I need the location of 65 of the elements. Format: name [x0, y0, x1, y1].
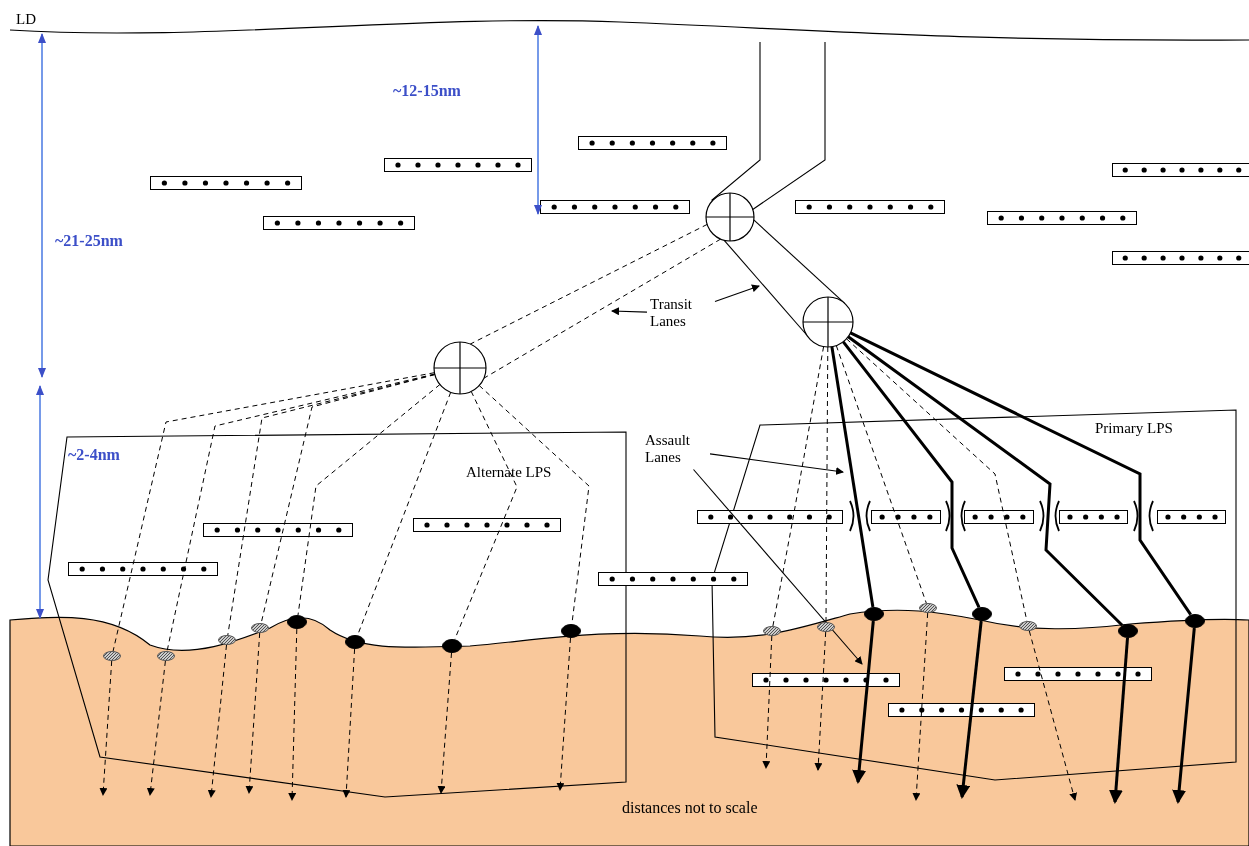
checkpoint-symbol [705, 192, 755, 242]
flight-lane [260, 374, 436, 624]
arrow [342, 648, 356, 798]
flight-lane [830, 346, 875, 608]
landing-point-marker [1019, 621, 1037, 631]
landing-point-marker [763, 626, 781, 636]
callout-label: Transit Lanes [650, 296, 712, 331]
zone-label: Alternate LPS [466, 464, 552, 482]
landing-point-marker [1118, 624, 1138, 638]
arrow [912, 612, 929, 801]
flight-lane [711, 41, 761, 202]
flight-lane [842, 340, 981, 608]
flight-lane [112, 372, 435, 652]
arrow [437, 652, 452, 794]
flight-lane [723, 239, 807, 336]
dimension-label: ~21-25nm [55, 232, 123, 250]
arrow [146, 660, 166, 796]
flight-lane [847, 335, 1124, 627]
flight-lane [483, 238, 722, 379]
leader-arrow [611, 307, 648, 316]
arrow [762, 635, 773, 769]
landing-point-marker [218, 635, 236, 645]
flight-lane [825, 346, 829, 623]
flight-lane [751, 41, 826, 211]
arrow [207, 644, 227, 798]
checkpoint-symbol [433, 341, 487, 395]
leader-arrow [714, 284, 760, 302]
dimension-label: ~12-15nm [393, 82, 461, 100]
arrow [556, 637, 571, 791]
landing-point-marker [864, 607, 884, 621]
leader-arrow [692, 468, 863, 665]
flight-lane [835, 345, 927, 604]
flight-lane [753, 219, 846, 305]
dimension-label: ~2-4nm [68, 446, 120, 464]
checkpoint-symbol [802, 296, 854, 348]
landing-point-marker [345, 635, 365, 649]
arrow [956, 620, 983, 799]
landing-point-marker [103, 651, 121, 661]
callout-label: Assault Lanes [645, 432, 707, 467]
arrow [1108, 637, 1129, 804]
landing-point-marker [157, 651, 175, 661]
line-label: LD [16, 11, 36, 29]
landing-point-marker [287, 615, 307, 629]
arrow [245, 632, 261, 794]
landing-point-marker [972, 607, 992, 621]
arrow [852, 620, 875, 784]
arrow [288, 628, 298, 801]
flight-lane [469, 223, 708, 345]
arrow [1172, 627, 1196, 804]
landing-point-marker [561, 624, 581, 638]
landing-point-marker [1185, 614, 1205, 628]
caption-note: distances not to scale [622, 799, 758, 818]
landing-point-marker [817, 622, 835, 632]
landing-point-marker [919, 603, 937, 613]
flight-lane [297, 384, 441, 616]
arrow [1028, 630, 1078, 801]
flight-lane [772, 346, 825, 627]
flight-lane [849, 331, 1192, 616]
arrow [814, 631, 827, 771]
landing-point-marker [251, 623, 269, 633]
landing-point-marker [442, 639, 462, 653]
flight-lane [227, 373, 436, 636]
leader-arrow [709, 453, 844, 475]
arrow [99, 660, 113, 796]
zone-label: Primary LPS [1095, 420, 1173, 438]
